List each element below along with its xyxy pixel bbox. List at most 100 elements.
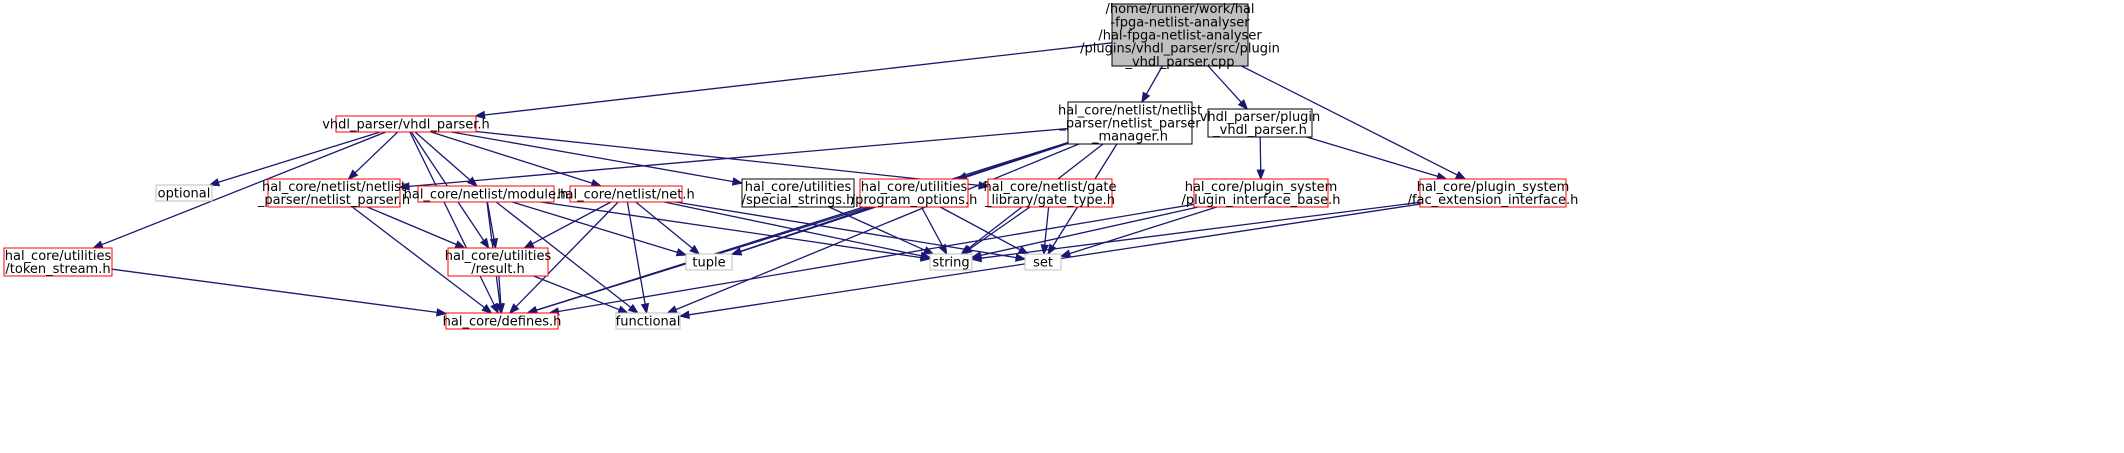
edge-arrowhead bbox=[1059, 249, 1072, 258]
node-box bbox=[335, 115, 477, 133]
node-label-line: hal_core/netlist/netlist bbox=[262, 180, 406, 195]
edge-vhdl_parser-to-defines bbox=[409, 131, 499, 315]
node-box bbox=[1207, 108, 1313, 138]
node-label-line: hal_core/plugin_system bbox=[1417, 180, 1570, 195]
node-box bbox=[1193, 178, 1329, 208]
edge-netlist_parser_manager-to-functional bbox=[666, 143, 1080, 314]
edge-arrowhead bbox=[675, 248, 688, 257]
edge-line bbox=[484, 42, 1113, 116]
node-fac_extension_interface[interactable]: hal_core/plugin_system/fac_extension_int… bbox=[1408, 178, 1579, 208]
node-root[interactable]: /home/runner/work/hal-fpga-netlist-analy… bbox=[1080, 2, 1280, 70]
edge-line bbox=[352, 206, 485, 309]
node-label-line: hal_core/utilities bbox=[745, 180, 852, 195]
node-module[interactable]: hal_core/netlist/module.h bbox=[404, 185, 569, 203]
edge-arrowhead bbox=[496, 303, 505, 315]
node-token_stream[interactable]: hal_core/utilities/token_stream.h bbox=[3, 247, 113, 277]
edge-line bbox=[101, 131, 387, 246]
node-box bbox=[3, 247, 113, 277]
edge-line bbox=[533, 275, 620, 311]
node-result[interactable]: hal_core/utilities/result.h bbox=[445, 247, 552, 277]
edge-plugin_interface_base-to-defines bbox=[548, 203, 1195, 316]
node-net[interactable]: hal_core/netlist/net.h bbox=[557, 185, 695, 203]
edge-arrowhead bbox=[678, 310, 690, 319]
edge-netlist_parser_manager-to-netlist_parser bbox=[398, 127, 1069, 191]
node-label-line: set bbox=[1033, 256, 1053, 271]
node-functional: functional bbox=[615, 312, 681, 330]
node-plugin_vhdl_parser[interactable]: vhdl_parser/plugin_vhdl_parser.h bbox=[1200, 108, 1321, 138]
edge-arrowhead bbox=[961, 245, 973, 255]
node-gate_type[interactable]: hal_core/netlist/gate_library/gate_type.… bbox=[984, 178, 1117, 208]
node-plugin_interface_base[interactable]: hal_core/plugin_system/plugin_interface_… bbox=[1182, 178, 1341, 208]
edge-net-to-string bbox=[664, 201, 932, 260]
node-label-line: hal_core/netlist/net.h bbox=[557, 188, 694, 203]
node-label-line: _parser/netlist_parser bbox=[1058, 117, 1201, 132]
node-label-line: hal_core/netlist/netlist bbox=[1058, 103, 1202, 118]
edge-netlist_parser-to-result bbox=[367, 206, 466, 249]
node-label-line: hal_core/utilities bbox=[5, 249, 112, 264]
node-box bbox=[1111, 3, 1249, 67]
edge-line bbox=[367, 206, 457, 246]
node-label-line: vhdl_parser/plugin bbox=[1200, 110, 1321, 125]
node-box bbox=[417, 185, 555, 203]
node-label-line: hal_core/defines.h bbox=[443, 315, 562, 330]
edge-gate_type-to-string bbox=[961, 206, 1031, 255]
edge-arrowhead bbox=[689, 244, 701, 255]
edge-line bbox=[498, 275, 502, 305]
edge-arrowhead bbox=[398, 182, 410, 191]
edge-netlist_parser-to-defines bbox=[352, 206, 493, 314]
edge-line bbox=[664, 201, 922, 257]
node-set: set bbox=[1024, 253, 1062, 271]
edge-line bbox=[451, 131, 734, 183]
node-label-line: /home/runner/work/hal bbox=[1105, 2, 1254, 17]
edge-line bbox=[980, 206, 1199, 257]
edge-root-to-plugin_vhdl_parser bbox=[1207, 65, 1249, 111]
node-label-line: /hal-fpga-netlist-analyser bbox=[1098, 29, 1262, 44]
node-special_strings[interactable]: hal_core/utilities/special_strings.h bbox=[741, 178, 855, 208]
node-label-line: -fpga-netlist-analyser bbox=[1110, 15, 1250, 30]
node-program_options[interactable]: hal_core/utilities/program_options.h bbox=[851, 178, 978, 208]
edge-arrowhead bbox=[666, 305, 678, 314]
edge-arrowhead bbox=[1141, 91, 1151, 104]
edge-arrowhead bbox=[627, 303, 639, 314]
node-vhdl_parser[interactable]: vhdl_parser/vhdl_parser.h bbox=[322, 115, 490, 133]
edge-line bbox=[430, 131, 593, 184]
edge-line bbox=[1044, 206, 1050, 246]
edge-plugin_interface_base-to-string bbox=[970, 206, 1199, 260]
edge-line bbox=[980, 201, 1421, 259]
node-box bbox=[1024, 253, 1062, 271]
node-label-line: /token_stream.h bbox=[5, 262, 110, 277]
edge-net-to-result bbox=[523, 201, 612, 249]
node-label-line: tuple bbox=[692, 256, 725, 271]
edge-line bbox=[675, 143, 1080, 311]
node-netlist_parser_manager[interactable]: hal_core/netlist/netlist_parser/netlist_… bbox=[1058, 101, 1202, 145]
edge-arrowhead bbox=[617, 305, 629, 314]
edge-line bbox=[920, 206, 944, 247]
edge-fac_extension_interface-to-string bbox=[970, 201, 1421, 263]
node-label-line: /plugins/vhdl_parser/src/plugin bbox=[1080, 42, 1280, 57]
edge-arrowhead bbox=[508, 303, 520, 314]
edge-line bbox=[1259, 136, 1262, 171]
edge-line bbox=[1069, 206, 1217, 255]
edge-net-to-functional bbox=[626, 201, 650, 315]
edge-net-to-defines bbox=[508, 201, 619, 314]
node-label-line: _manager.h bbox=[1091, 130, 1168, 145]
node-label-line: hal_core/netlist/module.h bbox=[404, 188, 569, 203]
edge-vhdl_parser-to-module bbox=[414, 131, 478, 187]
edge-line bbox=[540, 201, 922, 259]
node-box bbox=[447, 247, 549, 277]
edge-line bbox=[1306, 136, 1438, 178]
node-label-line: /special_strings.h bbox=[742, 193, 855, 208]
edge-vhdl_parser-to-token_stream bbox=[92, 131, 387, 249]
edge-plugin_vhdl_parser-to-plugin_interface_base bbox=[1256, 136, 1265, 181]
edge-line bbox=[1145, 65, 1163, 95]
edge-arrowhead bbox=[490, 302, 499, 315]
edge-arrowhead bbox=[731, 177, 744, 186]
edge-result-to-defines bbox=[496, 275, 505, 315]
edge-arrowhead bbox=[523, 239, 535, 249]
node-defines[interactable]: hal_core/defines.h bbox=[443, 312, 562, 330]
edge-arrowhead bbox=[479, 237, 490, 250]
node-netlist_parser[interactable]: hal_core/netlist/netlist_parser/netlist_… bbox=[257, 178, 410, 208]
node-box bbox=[445, 312, 559, 330]
edge-result-to-functional bbox=[533, 275, 629, 314]
